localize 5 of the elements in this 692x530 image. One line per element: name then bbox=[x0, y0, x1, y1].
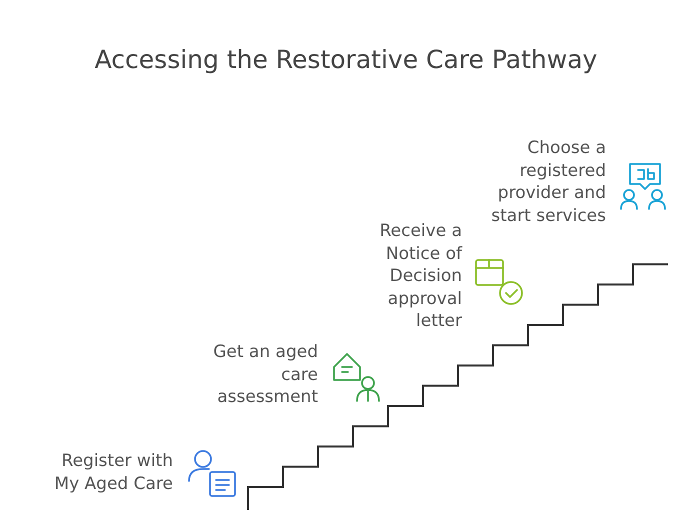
step-label: Choose a registered provider and start services bbox=[471, 137, 606, 227]
step-label: Get an aged care assessment bbox=[190, 341, 318, 408]
title: Accessing the Restorative Care Pathway bbox=[94, 45, 598, 74]
step-label: Register with My Aged Care bbox=[33, 450, 173, 495]
step-label: Receive a Notice of Decision approval letter bbox=[362, 220, 462, 332]
